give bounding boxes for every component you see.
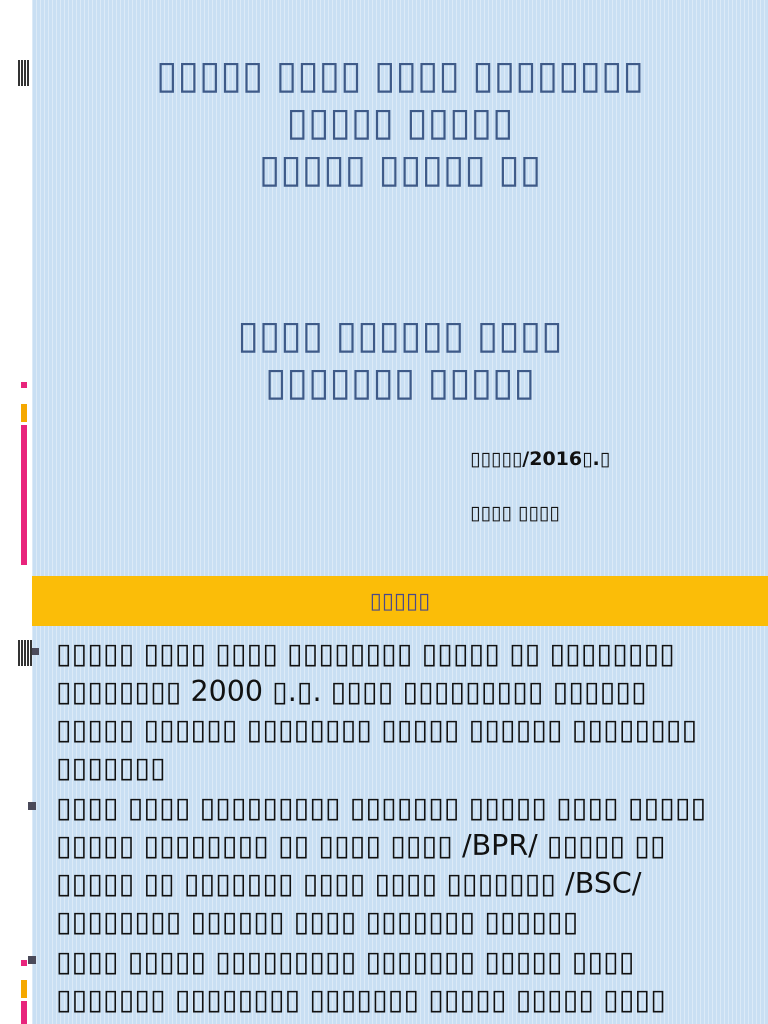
accent-bar-pink xyxy=(21,425,27,565)
title-line: ▯▯▯▯▯ ▯▯▯▯▯ xyxy=(286,100,514,145)
date-text: ▯▯▯▯▯/2016▯.▯ xyxy=(470,448,611,470)
title-slide: ▯▯▯▯▯ ▯▯▯▯ ▯▯▯▯ ▯▯▯▯▯▯▯▯ ▯▯▯▯▯ ▯▯▯▯▯ ▯▯▯… xyxy=(0,0,768,575)
content-slide: ▯▯▯▯▯ ▯▯▯▯▯ ▯▯▯▯ ▯▯▯▯ ▯▯▯▯▯▯▯▯ ▯▯▯▯▯ ▯▯ … xyxy=(0,575,768,1024)
accent-bar-orange xyxy=(21,980,27,998)
list-item: ▯▯▯▯ ▯▯▯▯ ▯▯▯▯▯▯▯▯▯ ▯▯▯▯▯▯▯ ▯▯▯▯▯ ▯▯▯▯ ▯… xyxy=(0,789,768,941)
bullet-list: ▯▯▯▯▯ ▯▯▯▯ ▯▯▯▯ ▯▯▯▯▯▯▯▯ ▯▯▯▯▯ ▯▯ ▯▯▯▯▯▯… xyxy=(0,635,768,1024)
list-item: ▯▯▯▯ ▯▯▯▯▯ ▯▯▯▯▯▯▯▯▯ ▯▯▯▯▯▯▯ ▯▯▯▯▯ ▯▯▯▯ … xyxy=(0,943,768,1024)
subtitle-line: ▯▯▯▯ ▯▯▯▯▯▯ ▯▯▯▯ xyxy=(237,313,563,358)
slide-background xyxy=(32,575,768,1024)
slide-corner-marker xyxy=(18,60,30,86)
slide-subtitle: ▯▯▯▯ ▯▯▯▯▯▯ ▯▯▯▯ ▯▯▯▯▯▯▯ ▯▯▯▯▯ xyxy=(32,312,768,406)
section-banner: ▯▯▯▯▯ xyxy=(32,576,768,626)
slide-background xyxy=(32,0,768,575)
bullet-text: ▯▯▯▯ ▯▯▯▯▯ ▯▯▯▯▯▯▯▯▯ ▯▯▯▯▯▯▯ ▯▯▯▯▯ ▯▯▯▯ … xyxy=(56,945,666,1024)
bullet-text: ▯▯▯▯ ▯▯▯▯ ▯▯▯▯▯▯▯▯▯ ▯▯▯▯▯▯▯ ▯▯▯▯▯ ▯▯▯▯ ▯… xyxy=(56,791,707,938)
slide-title: ▯▯▯▯▯ ▯▯▯▯ ▯▯▯▯ ▯▯▯▯▯▯▯▯ ▯▯▯▯▯ ▯▯▯▯▯ ▯▯▯… xyxy=(32,52,768,193)
bullet-text: ▯▯▯▯▯ ▯▯▯▯ ▯▯▯▯ ▯▯▯▯▯▯▯▯ ▯▯▯▯▯ ▯▯ ▯▯▯▯▯▯… xyxy=(56,637,698,784)
accent-bar-pink-small xyxy=(21,960,27,966)
accent-bar-orange xyxy=(21,404,27,422)
accent-bar-pink xyxy=(21,1001,27,1024)
bullet-icon xyxy=(28,802,36,810)
accent-bar-pink-small xyxy=(21,382,27,388)
title-line: ▯▯▯▯▯ ▯▯▯▯▯ ▯▯ xyxy=(258,147,542,192)
bullet-icon xyxy=(18,640,39,666)
title-line: ▯▯▯▯▯ ▯▯▯▯ ▯▯▯▯ ▯▯▯▯▯▯▯▯ xyxy=(156,53,644,98)
slide-margin xyxy=(0,0,32,575)
bullet-icon xyxy=(28,956,36,964)
subtitle-line: ▯▯▯▯▯▯▯ ▯▯▯▯▯ xyxy=(265,360,535,405)
list-item: ▯▯▯▯▯ ▯▯▯▯ ▯▯▯▯ ▯▯▯▯▯▯▯▯ ▯▯▯▯▯ ▯▯ ▯▯▯▯▯▯… xyxy=(0,635,768,787)
author-text: ▯▯▯▯ ▯▯▯▯ xyxy=(470,502,560,524)
